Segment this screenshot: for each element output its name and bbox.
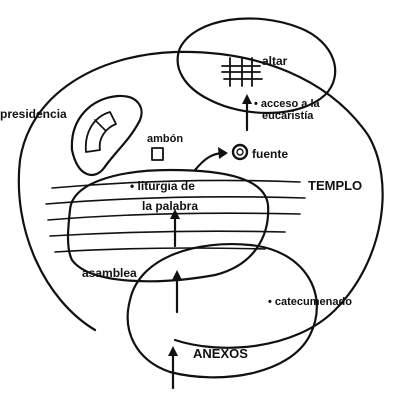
fuente-arrow-head: [218, 147, 228, 159]
fuente-arrow-shaft: [193, 151, 224, 172]
label-fuente: fuente: [252, 147, 288, 161]
asamblea-arrow-head: [172, 270, 182, 280]
presidencia-zone-outline: [70, 94, 143, 177]
label-altar: altar: [262, 54, 288, 68]
label-liturgia-line2: la palabra: [142, 199, 198, 213]
label-anexos: ANEXOS: [193, 346, 248, 361]
label-asamblea: asamblea: [82, 266, 137, 280]
fuente-inner: [236, 148, 244, 156]
liturgia-zone-outline: [66, 168, 270, 283]
templo-outline: [17, 50, 384, 349]
altar-arrow-head: [242, 94, 252, 104]
label-presidencia: presidencia: [0, 107, 67, 121]
label-acceso-line2: eucaristía: [262, 110, 314, 122]
altar-table: [221, 57, 263, 87]
fuente-circle: [231, 143, 249, 161]
ambon-square: [151, 147, 164, 161]
label-catecumenado: • catecumenado: [268, 296, 352, 308]
label-acceso-line1: • acceso a la: [254, 98, 321, 110]
label-liturgia-line1: • liturgia de: [130, 179, 195, 193]
entry-arrow-head: [168, 346, 178, 356]
anexos-zone-outline: [126, 243, 318, 379]
altar-zone-outline: [176, 17, 337, 114]
label-templo: TEMPLO: [308, 178, 362, 193]
label-ambon: ambón: [147, 133, 183, 145]
presidencia-seat: [84, 111, 117, 153]
liturgia-arrow-head: [170, 209, 180, 219]
presidencia-seat-mark: [94, 119, 106, 131]
assembly-rows: [45, 179, 306, 253]
